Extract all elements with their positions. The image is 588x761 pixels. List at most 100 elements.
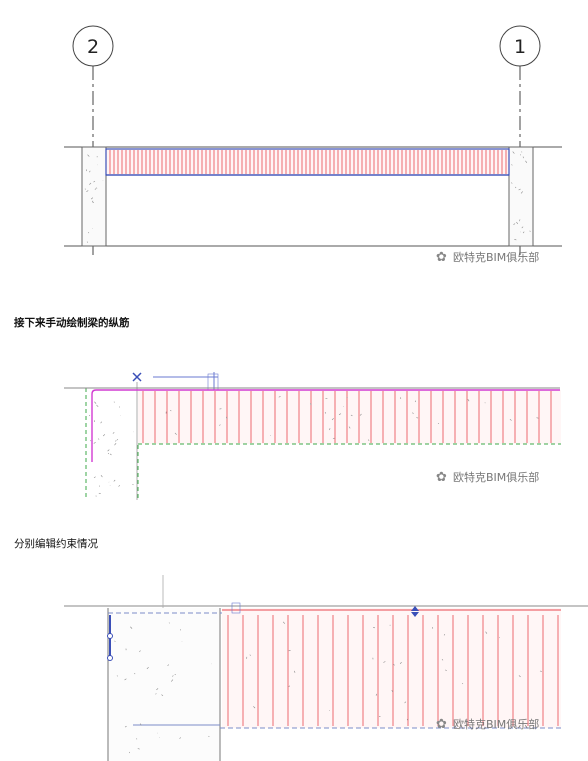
speck bbox=[87, 154, 90, 157]
handle-grip-icon[interactable] bbox=[107, 633, 113, 639]
speck bbox=[94, 401, 97, 404]
speck bbox=[294, 670, 296, 673]
speck bbox=[393, 664, 395, 666]
speck bbox=[170, 409, 172, 412]
speck bbox=[93, 476, 96, 478]
speck bbox=[132, 484, 134, 486]
speck bbox=[445, 669, 447, 671]
speck bbox=[109, 453, 112, 456]
speck bbox=[359, 413, 362, 416]
speck bbox=[515, 186, 517, 189]
column-right bbox=[508, 146, 534, 247]
speck bbox=[399, 661, 402, 664]
speck bbox=[253, 706, 256, 709]
speck bbox=[100, 421, 102, 424]
speck bbox=[92, 200, 94, 202]
speck bbox=[84, 188, 86, 190]
speck bbox=[116, 675, 118, 677]
speck bbox=[130, 626, 133, 629]
wechat-icon: ✿ bbox=[436, 470, 447, 485]
svg-text:1: 1 bbox=[514, 36, 526, 58]
speck bbox=[348, 426, 351, 429]
wechat-icon: ✿ bbox=[436, 250, 447, 265]
speck bbox=[282, 621, 286, 624]
speck bbox=[412, 412, 414, 414]
speck bbox=[93, 180, 96, 183]
speck bbox=[375, 693, 377, 696]
speck bbox=[98, 492, 101, 495]
speck bbox=[516, 221, 519, 225]
speck bbox=[139, 723, 142, 726]
speck bbox=[509, 418, 512, 421]
speck bbox=[249, 654, 252, 656]
rebar-drawing: ✿ 欧特克BIM俱乐部 bbox=[64, 372, 561, 500]
speck bbox=[391, 690, 394, 693]
longitudinal-rebar[interactable] bbox=[91, 389, 560, 462]
speck bbox=[113, 479, 116, 482]
speck bbox=[100, 474, 103, 478]
beam-stirrups bbox=[109, 150, 507, 174]
speck bbox=[437, 422, 440, 425]
speck bbox=[107, 452, 110, 455]
speck bbox=[485, 631, 488, 634]
dimension-label-box bbox=[231, 602, 241, 614]
speck bbox=[414, 400, 417, 403]
speck bbox=[511, 182, 513, 184]
speck bbox=[416, 417, 419, 419]
speck bbox=[124, 678, 127, 681]
svg-text:欧特克BIM俱乐部: 欧特克BIM俱乐部 bbox=[453, 250, 539, 264]
column-left bbox=[81, 146, 107, 247]
speck bbox=[331, 418, 334, 421]
speck bbox=[167, 664, 170, 666]
watermark: ✿ 欧特克BIM俱乐部 bbox=[436, 470, 539, 485]
close-icon[interactable] bbox=[132, 372, 142, 382]
speck bbox=[156, 688, 159, 691]
speck bbox=[116, 439, 119, 441]
concrete-speckle bbox=[114, 621, 542, 754]
speck bbox=[525, 160, 528, 164]
speck bbox=[518, 675, 521, 678]
svg-text:欧特克BIM俱乐部: 欧特克BIM俱乐部 bbox=[453, 470, 539, 484]
speck bbox=[102, 434, 106, 437]
flip-arrow-icon[interactable] bbox=[411, 606, 419, 617]
caption-draw-longitudinal-rebar: 接下来手动绘制梁的纵筋 bbox=[14, 317, 130, 329]
speck bbox=[350, 414, 353, 417]
speck bbox=[112, 432, 115, 434]
figure-longitudinal-rebar: ✿ 欧特克BIM俱乐部 bbox=[0, 360, 588, 510]
speck bbox=[134, 672, 136, 675]
speck bbox=[171, 679, 174, 682]
speck bbox=[278, 395, 281, 398]
beam-body bbox=[222, 608, 561, 728]
grid-bubble-1: 1 bbox=[499, 25, 541, 67]
speck bbox=[98, 438, 100, 440]
speck bbox=[146, 667, 149, 670]
speck bbox=[461, 683, 464, 685]
concrete-speckle bbox=[88, 395, 539, 497]
speck bbox=[511, 164, 513, 166]
speck bbox=[118, 485, 120, 487]
speck bbox=[90, 440, 92, 442]
figure-edit-constraints: ✿ 欧特克BIM俱乐部 bbox=[0, 575, 588, 761]
speck bbox=[96, 404, 99, 407]
speck bbox=[226, 416, 228, 419]
speck bbox=[161, 694, 164, 696]
handle-end-icon[interactable] bbox=[107, 655, 113, 661]
speck bbox=[521, 151, 523, 153]
speck bbox=[219, 424, 221, 426]
speck bbox=[329, 428, 331, 431]
beam-body bbox=[105, 148, 510, 176]
speck bbox=[92, 201, 94, 203]
beam-stirrups bbox=[142, 391, 552, 443]
speck bbox=[529, 230, 531, 232]
speck bbox=[514, 239, 517, 241]
concrete-speckle bbox=[84, 151, 531, 243]
watermark: ✿ 欧特克BIM俱乐部 bbox=[436, 717, 539, 732]
svg-text:2: 2 bbox=[87, 36, 99, 58]
speck bbox=[113, 401, 115, 403]
speck bbox=[90, 197, 94, 200]
speck bbox=[139, 650, 141, 653]
speck bbox=[89, 182, 92, 185]
beam-stirrups bbox=[227, 615, 559, 726]
speck bbox=[172, 675, 174, 677]
speck bbox=[114, 640, 116, 642]
